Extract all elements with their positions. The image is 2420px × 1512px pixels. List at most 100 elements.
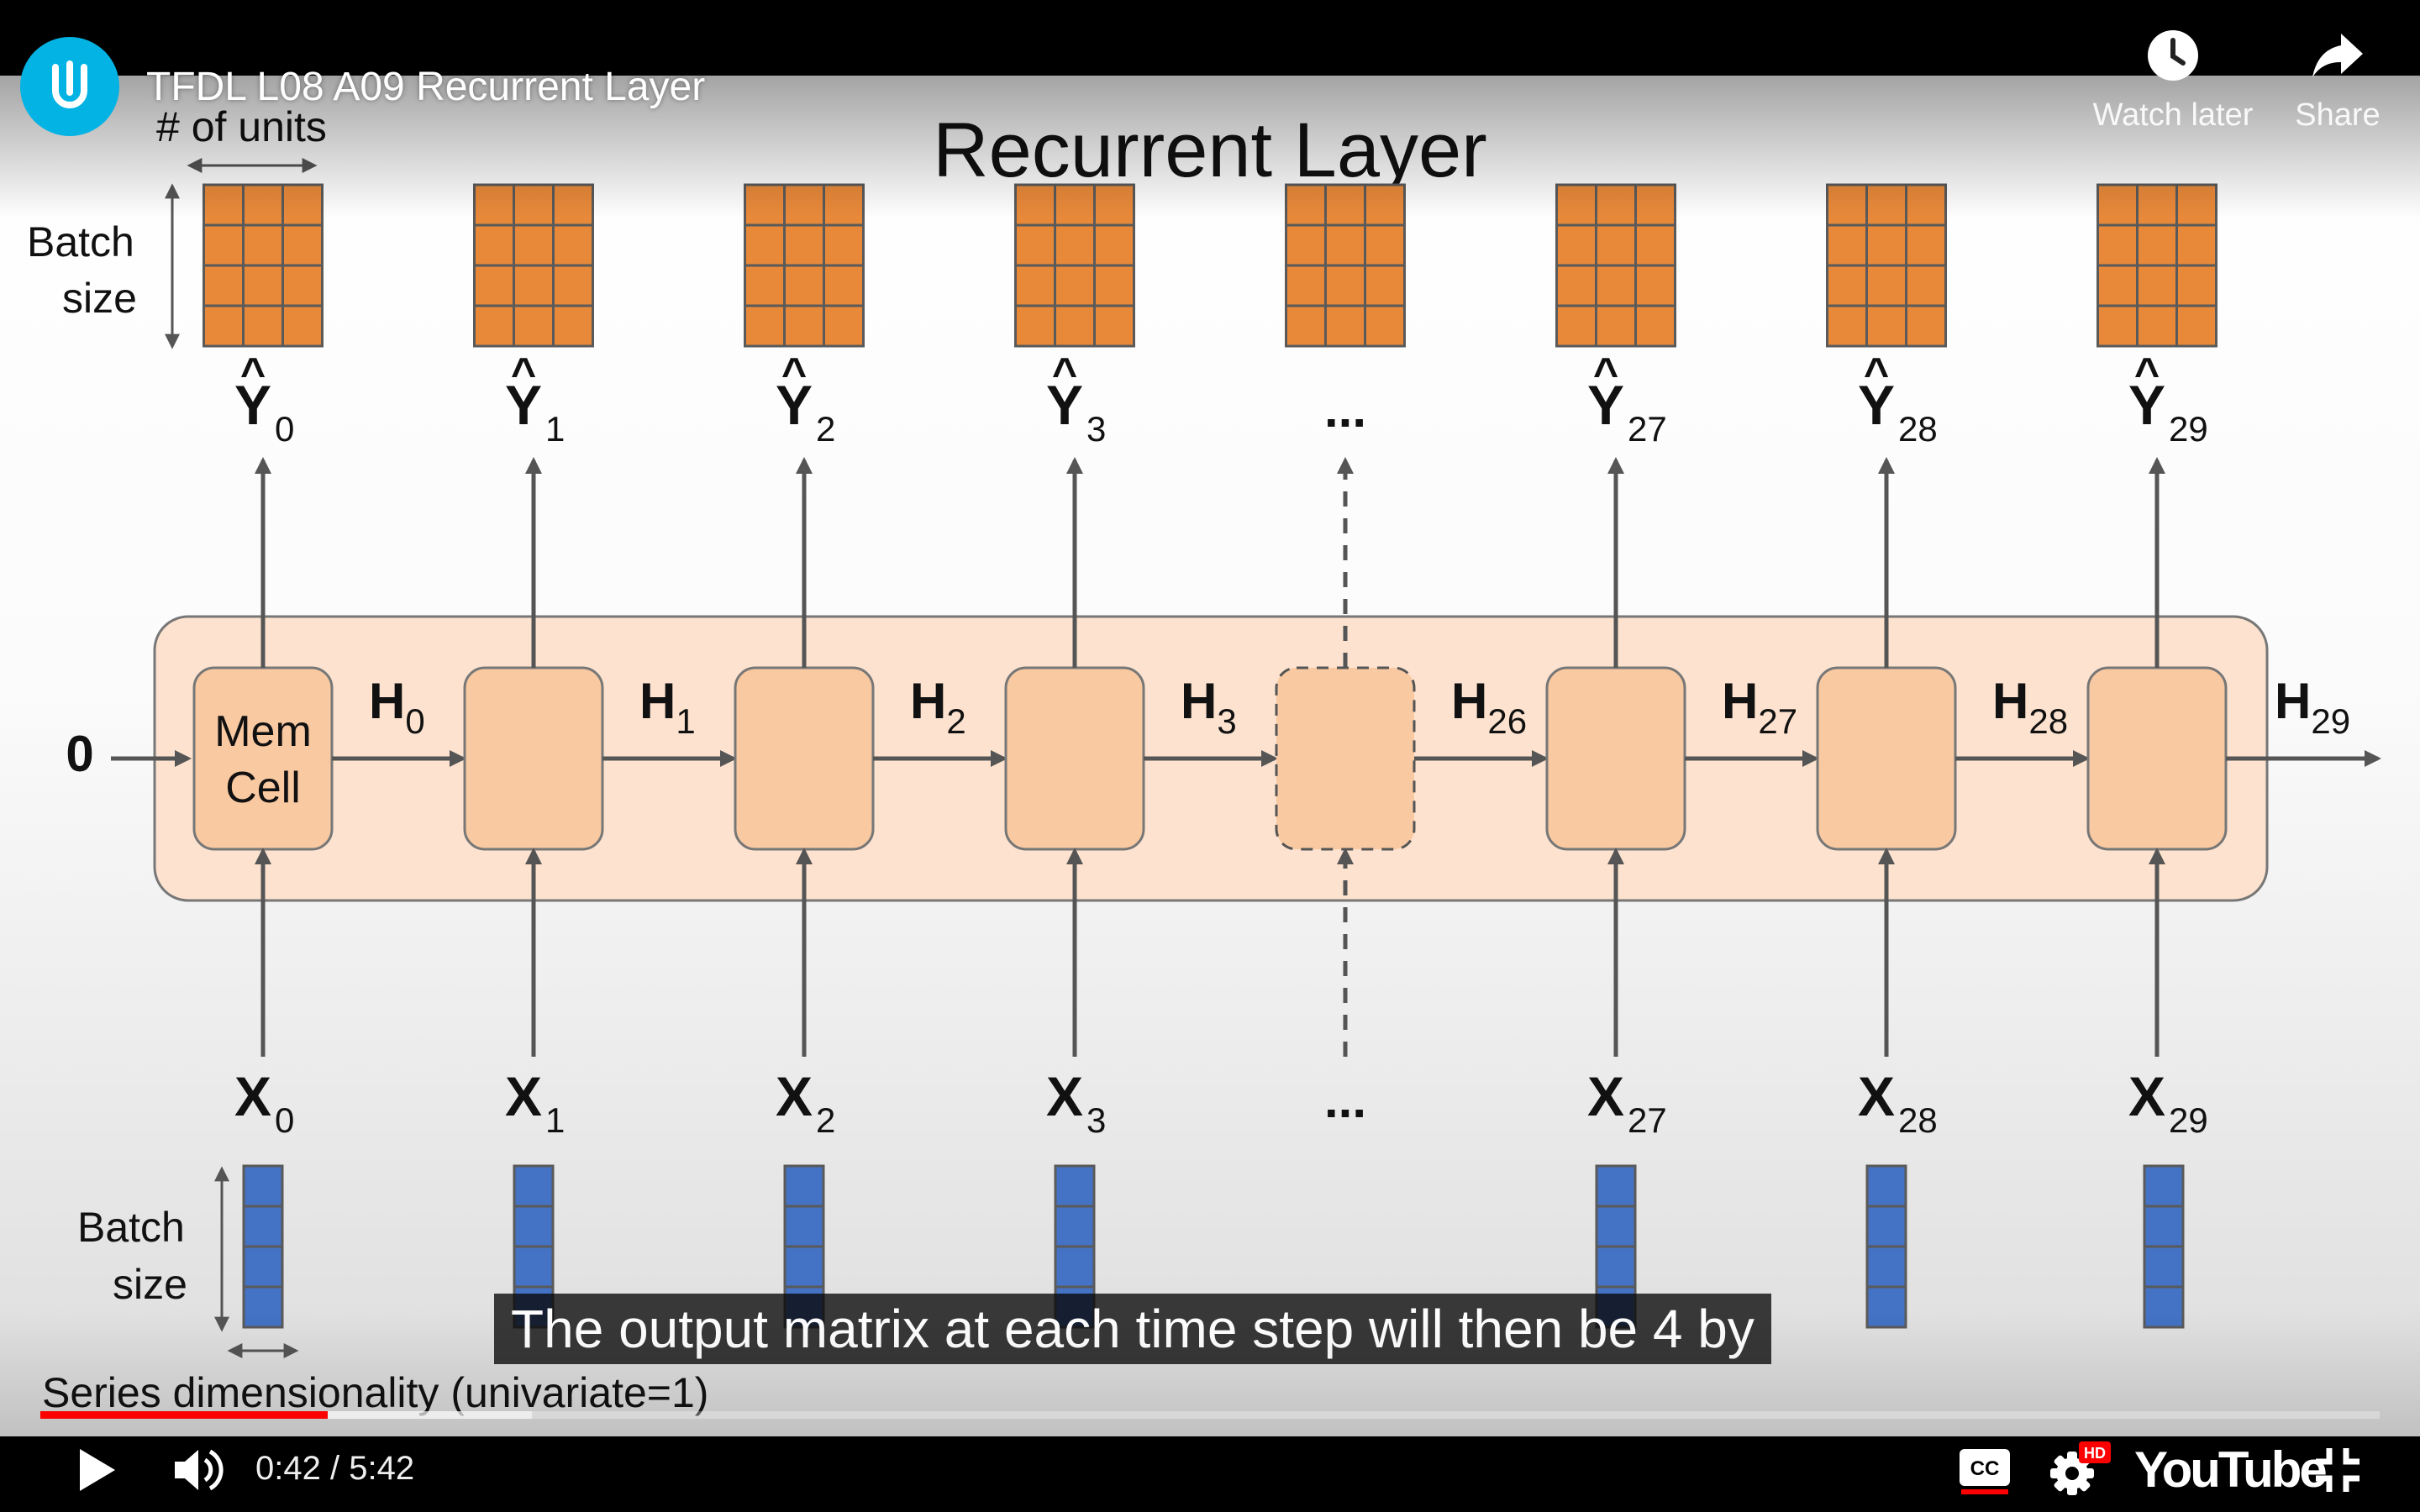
memory-cell bbox=[1004, 666, 1145, 851]
input-label: X0 bbox=[234, 1065, 294, 1140]
matrix-cell bbox=[513, 304, 555, 348]
matrix-cell bbox=[1364, 183, 1406, 227]
matrix-cell bbox=[2136, 304, 2178, 348]
svg-text:HD: HD bbox=[2084, 1445, 2106, 1462]
matrix-cell bbox=[1905, 264, 1947, 307]
units-label: # of units bbox=[156, 103, 327, 150]
share-button[interactable]: Share bbox=[2254, 29, 2420, 134]
matrix-cell bbox=[744, 223, 786, 267]
input-vector bbox=[1054, 1164, 1096, 1329]
matrix-cell bbox=[242, 223, 284, 267]
matrix-cell bbox=[1364, 223, 1406, 267]
matrix-cell bbox=[2175, 264, 2217, 307]
hidden-state-subscript: 1 bbox=[676, 701, 695, 741]
matrix-cell bbox=[783, 223, 825, 267]
matrix-cell bbox=[1595, 264, 1637, 307]
input-label: X2 bbox=[776, 1065, 835, 1140]
play-icon bbox=[80, 1449, 115, 1491]
output-subscript: 29 bbox=[2169, 409, 2208, 449]
slide-title: Recurrent Layer bbox=[933, 108, 1487, 193]
video-title[interactable]: TFDL L08 A09 Recurrent Layer bbox=[146, 65, 706, 109]
matrix-cell bbox=[242, 1285, 284, 1329]
series-dimensionality-label: Series dimensionality (univariate=1) bbox=[42, 1369, 708, 1416]
matrix-cell bbox=[281, 304, 324, 348]
matrix-cell bbox=[1595, 183, 1637, 227]
output-subscript: 28 bbox=[1898, 409, 1938, 449]
output-hat: ^ bbox=[781, 349, 807, 398]
matrix-cell bbox=[203, 304, 245, 348]
input-vector bbox=[1865, 1164, 1907, 1329]
matrix-cell bbox=[513, 223, 555, 267]
matrix-cell bbox=[2096, 183, 2139, 227]
matrix-cell bbox=[1285, 304, 1327, 348]
hidden-state-subscript: 0 bbox=[405, 701, 424, 741]
settings-button[interactable]: HD bbox=[2047, 1440, 2114, 1500]
matrix-cell bbox=[2143, 1285, 2185, 1329]
matrix-cell bbox=[744, 304, 786, 348]
current-time: 0:42 bbox=[255, 1450, 321, 1487]
matrix-cell bbox=[1595, 1164, 1637, 1208]
matrix-cell bbox=[1324, 264, 1366, 307]
matrix-cell bbox=[783, 1164, 825, 1208]
matrix-cell bbox=[744, 264, 786, 307]
progress-bar[interactable] bbox=[40, 1411, 2380, 1419]
input-subscript: 3 bbox=[1086, 1100, 1106, 1140]
matrix-cell bbox=[1905, 304, 1947, 348]
memory-cell-placeholder bbox=[1275, 666, 1416, 851]
matrix-cell bbox=[2143, 1245, 2185, 1289]
matrix-cell bbox=[823, 304, 865, 348]
top-letterbox bbox=[0, 0, 2420, 76]
hidden-state-subscript: 26 bbox=[1487, 701, 1527, 741]
channel-avatar[interactable] bbox=[20, 37, 119, 136]
matrix-cell bbox=[783, 304, 825, 348]
matrix-cell bbox=[2096, 304, 2139, 348]
matrix-cell bbox=[1865, 1285, 1907, 1329]
matrix-cell bbox=[1555, 304, 1597, 348]
hidden-state-label: H29 bbox=[2275, 673, 2350, 741]
matrix-cell bbox=[1865, 304, 1907, 348]
matrix-cell bbox=[242, 1164, 284, 1208]
matrix-cell bbox=[242, 1245, 284, 1289]
matrix-cell bbox=[203, 223, 245, 267]
matrix-cell bbox=[1014, 264, 1056, 307]
output-matrix bbox=[473, 183, 594, 348]
subtitles-active-indicator bbox=[1961, 1489, 2008, 1494]
duration: 5:42 bbox=[349, 1450, 415, 1487]
input-ellipsis: ... bbox=[1324, 1072, 1366, 1128]
matrix-cell bbox=[2143, 1205, 2185, 1248]
output-matrix bbox=[2096, 183, 2217, 348]
svg-text:CC: CC bbox=[1970, 1457, 2000, 1480]
share-arrow-icon bbox=[2312, 34, 2363, 77]
matrix-cell bbox=[242, 1205, 284, 1248]
output-subscript: 3 bbox=[1086, 409, 1106, 449]
controls-bar bbox=[0, 1436, 2420, 1512]
watch-later-button[interactable]: Watch later bbox=[2089, 29, 2257, 134]
matrix-cell bbox=[1865, 1245, 1907, 1289]
exit-fullscreen-button[interactable] bbox=[2306, 1438, 2370, 1502]
play-button[interactable] bbox=[67, 1438, 128, 1502]
mute-button[interactable] bbox=[168, 1438, 227, 1502]
time-display: 0:42 / 5:42 bbox=[255, 1443, 414, 1494]
output-hat: ^ bbox=[240, 349, 266, 398]
input-subscript: 2 bbox=[816, 1100, 835, 1140]
output-hat: ^ bbox=[1864, 349, 1889, 398]
matrix-cell bbox=[1634, 183, 1676, 227]
matrix-cell bbox=[203, 264, 245, 307]
output-matrix bbox=[203, 183, 324, 348]
matrix-cell bbox=[2175, 223, 2217, 267]
matrix-cell bbox=[1634, 304, 1676, 348]
matrix-cell bbox=[783, 183, 825, 227]
matrix-cell bbox=[1093, 183, 1135, 227]
matrix-cell bbox=[1595, 1205, 1637, 1248]
matrix-cell bbox=[1905, 223, 1947, 267]
matrix-cell bbox=[1093, 304, 1135, 348]
input-label: X28 bbox=[1858, 1065, 1938, 1140]
matrix-cell bbox=[1054, 264, 1096, 307]
batch-size-label-top: Batch bbox=[27, 218, 134, 265]
matrix-cell bbox=[1595, 1245, 1637, 1289]
youtube-logo[interactable]: YouTube bbox=[2134, 1441, 2328, 1498]
subtitles-button[interactable]: CC bbox=[1954, 1443, 2015, 1492]
memory-cell bbox=[463, 666, 604, 851]
